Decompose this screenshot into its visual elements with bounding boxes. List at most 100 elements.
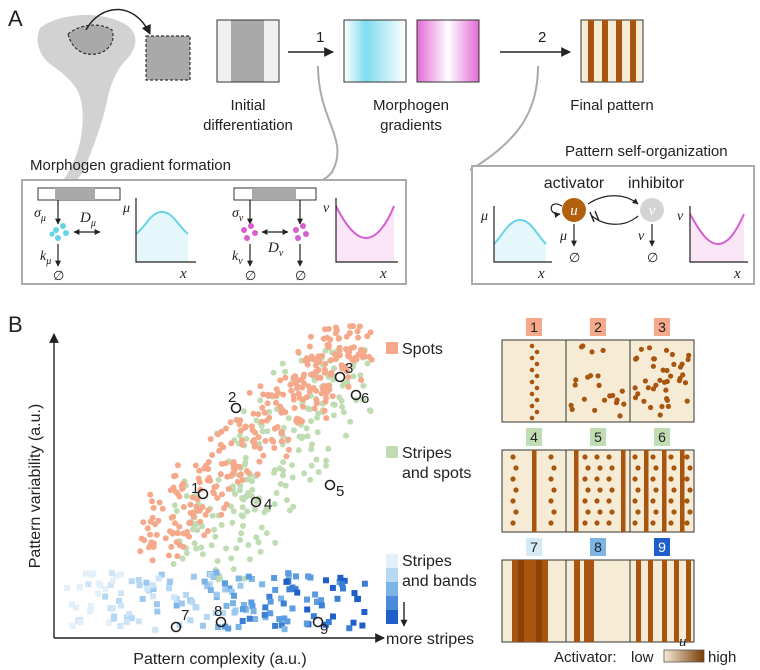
scatter-point-stripes-bands xyxy=(346,625,353,632)
scatter-point-spots xyxy=(211,484,218,491)
null-u: ∅ xyxy=(569,250,580,265)
scatter-point-stripes-bands xyxy=(252,616,259,623)
scatter-point-spots xyxy=(317,374,324,381)
scatter-point-stripes-bands xyxy=(303,620,310,627)
thumb-badge-5 xyxy=(590,428,606,446)
scatter-point-stripes-spots xyxy=(214,558,221,565)
scatter-point-stripes-spots xyxy=(313,456,320,463)
scatter-point-stripes-bands xyxy=(312,591,319,598)
scatter-point-stripes-bands xyxy=(266,593,273,600)
scatter-point-stripes-bands xyxy=(294,589,301,596)
scatter-point-stripes-spots xyxy=(331,365,338,372)
scatter-point-spots xyxy=(329,393,336,400)
scatter-point-stripes-bands xyxy=(210,574,217,580)
scatter-point-spots xyxy=(322,360,329,367)
scatter-point-stripes-bands xyxy=(276,616,283,623)
scatter-point-stripes-bands xyxy=(318,602,325,609)
scatter-point-stripes-spots xyxy=(299,433,306,440)
thumb-label-4: 4 xyxy=(530,429,538,445)
scatter-point-stripes-spots xyxy=(191,540,198,547)
scatter-point-spots xyxy=(258,418,265,425)
scatter-point-stripes-spots xyxy=(314,414,320,421)
scatter-point-stripes-spots xyxy=(366,407,373,414)
scatter-point-stripes-spots xyxy=(273,490,280,496)
scatter-point-spots xyxy=(353,356,360,363)
scatter-point-spots xyxy=(180,504,187,510)
scatter-point-spots xyxy=(196,479,203,486)
scatter-point-spots xyxy=(358,377,365,383)
x-axis-label: Pattern complexity (a.u.) xyxy=(133,651,306,668)
scatter-point-stripes-bands xyxy=(304,596,310,603)
scatter-point-stripes-spots xyxy=(272,539,279,546)
scatter-point-stripes-bands xyxy=(239,606,246,613)
scatter-point-spots xyxy=(299,403,306,410)
scatter-point-spots xyxy=(266,414,273,421)
scatter-point-stripes-spots xyxy=(357,372,364,379)
scatter-point-spots xyxy=(335,335,342,342)
connector-curve-right xyxy=(469,65,539,171)
scatter-point-stripes-bands xyxy=(83,570,89,577)
scatter-point-spots xyxy=(218,428,225,435)
thumb-label-7: 7 xyxy=(530,539,538,555)
scatter-point-stripes-bands xyxy=(189,599,196,605)
scatter-point-stripes-bands xyxy=(230,600,236,607)
scatter-point-spots xyxy=(334,327,340,334)
scatter-point-spots xyxy=(255,434,262,441)
scatter-point-stripes-spots xyxy=(256,440,263,447)
activator-high: high xyxy=(708,649,736,666)
scatter-point-spots xyxy=(184,528,191,535)
scatter-point-stripes-bands xyxy=(143,579,150,586)
scatter-point-stripes-bands xyxy=(136,582,143,589)
scatter-point-stripes-bands xyxy=(170,594,177,601)
scatter-point-spots xyxy=(366,353,373,360)
plot-mu-x: x xyxy=(179,266,187,282)
tissue-square xyxy=(145,35,191,81)
legend-stripes-spots-1: Stripes xyxy=(402,445,452,462)
scatter-point-spots xyxy=(323,415,330,421)
morphogen-pink-box xyxy=(416,19,480,83)
source-bar-mu-fill xyxy=(55,188,95,200)
scatter-point-spots xyxy=(236,463,243,470)
scatter-point-spots xyxy=(204,477,211,484)
scatter-point-stripes-bands xyxy=(307,574,314,581)
activator-label: activator xyxy=(544,175,605,192)
scatter-point-stripes-bands xyxy=(158,571,165,578)
scatter-point-spots xyxy=(218,511,225,518)
scatter-point-stripes-bands xyxy=(334,595,341,602)
plot-mu-right xyxy=(493,206,552,263)
scatter-point-spots xyxy=(287,381,294,388)
legend-bands-gradient xyxy=(386,554,398,624)
scatter-point-spots xyxy=(187,501,194,508)
scatter-point-stripes-bands xyxy=(135,577,142,583)
scatter-point-spots xyxy=(221,505,228,512)
scatter-point-stripes-spots xyxy=(183,493,190,499)
scatter-point-spots xyxy=(257,383,264,390)
scatter-point-stripes-bands xyxy=(166,579,173,586)
scatter-point-spots xyxy=(268,436,275,443)
D-mu: Dμ xyxy=(79,210,96,229)
highlight-label-3: 3 xyxy=(345,360,353,377)
scatter-point-stripes-spots xyxy=(347,418,354,425)
scatter-point-stripes-bands xyxy=(102,586,109,593)
scatter-point-spots xyxy=(321,407,328,414)
scatter-point-spots xyxy=(252,429,259,436)
scatter-point-stripes-spots xyxy=(323,457,330,464)
legend-stripes-spots-swatch xyxy=(386,446,398,458)
scatter-point-stripes-spots xyxy=(285,415,292,422)
scatter-point-stripes-bands xyxy=(213,591,220,598)
scatter-point-stripes-spots xyxy=(240,522,246,529)
scatter-point-spots xyxy=(176,523,183,530)
final-stripes xyxy=(588,20,636,82)
scatter-point-stripes-spots xyxy=(228,555,235,562)
scatter-point-spots xyxy=(259,404,266,411)
scatter-point-spots xyxy=(205,528,211,534)
scatter-point-stripes-bands xyxy=(150,593,157,600)
scatter-point-spots xyxy=(282,374,289,381)
scatter-point-spots xyxy=(256,458,263,465)
scatter-point-stripes-spots xyxy=(364,360,371,367)
highlight-point-3 xyxy=(334,371,346,383)
scatter-point-stripes-bands xyxy=(86,608,93,615)
scatter-point-stripes-spots xyxy=(280,472,286,479)
scatter-point-stripes-spots xyxy=(230,508,237,515)
thumb-badge-6 xyxy=(654,428,670,446)
